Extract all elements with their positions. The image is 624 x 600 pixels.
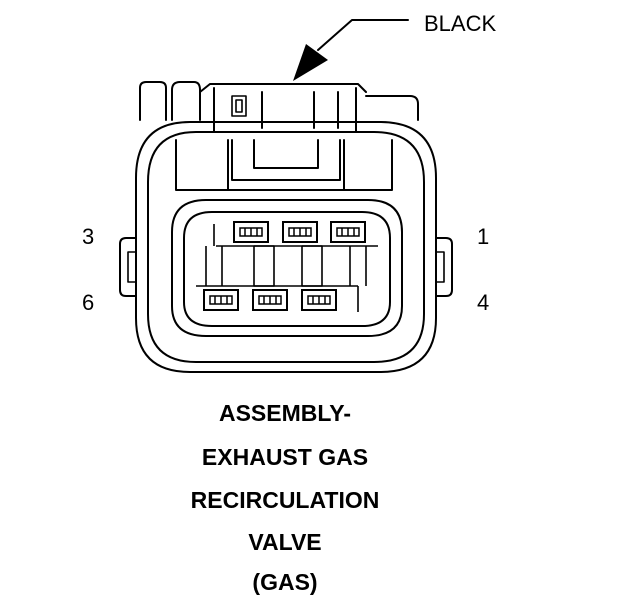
latch-tab-left-1: [139, 81, 167, 121]
side-ear-right-inner: [436, 251, 445, 283]
lock-ramp: [231, 139, 341, 181]
pin-label-1: 1: [477, 224, 489, 249]
latch-tab-right: [365, 95, 419, 121]
lock-block-left: [175, 139, 229, 191]
lock-ramp-inner: [253, 139, 319, 169]
cavity-inner: [183, 211, 391, 327]
terminal-cavity: [203, 289, 239, 311]
caption-line-2: EXHAUST GAS: [202, 444, 368, 470]
lock-block-right: [343, 139, 393, 191]
caption-line-4: VALVE: [248, 529, 321, 555]
color-label: BLACK: [424, 11, 496, 36]
terminal-row-bottom: [203, 289, 337, 311]
latch-top-edge: [199, 83, 367, 93]
cavity-outer: [171, 199, 403, 337]
terminal-row-top: [233, 221, 366, 243]
color-callout: BLACK: [293, 11, 496, 81]
pin-label-4: 4: [477, 290, 489, 315]
side-ear-left-inner: [127, 251, 136, 283]
pin-labels: 3 1 6 4: [82, 224, 489, 315]
side-ear-right: [435, 237, 453, 297]
terminal-cavity: [330, 221, 366, 243]
divider-post: [301, 245, 323, 287]
housing-outer: [135, 121, 437, 373]
latch-tab-left-2: [171, 81, 201, 121]
caption-line-3: RECIRCULATION: [191, 487, 380, 513]
divider-post: [253, 245, 275, 287]
leader-line: [317, 19, 409, 51]
terminal-cavity: [252, 289, 288, 311]
cavity-dividers: [196, 224, 378, 312]
terminal-cavity: [282, 221, 318, 243]
terminal-cavity: [301, 289, 337, 311]
terminal-cavity: [233, 221, 269, 243]
pin-label-3: 3: [82, 224, 94, 249]
latch-window-inner: [235, 99, 243, 113]
latch-window: [231, 95, 247, 117]
connector-body: [119, 81, 453, 373]
side-ear-left: [119, 237, 137, 297]
pin-label-6: 6: [82, 290, 94, 315]
component-caption: ASSEMBLY- EXHAUST GAS RECIRCULATION VALV…: [191, 400, 380, 595]
callout-arrowhead: [293, 44, 328, 81]
caption-line-1: ASSEMBLY-: [219, 400, 351, 426]
caption-line-5: (GAS): [252, 569, 317, 595]
housing-inner: [147, 131, 425, 363]
